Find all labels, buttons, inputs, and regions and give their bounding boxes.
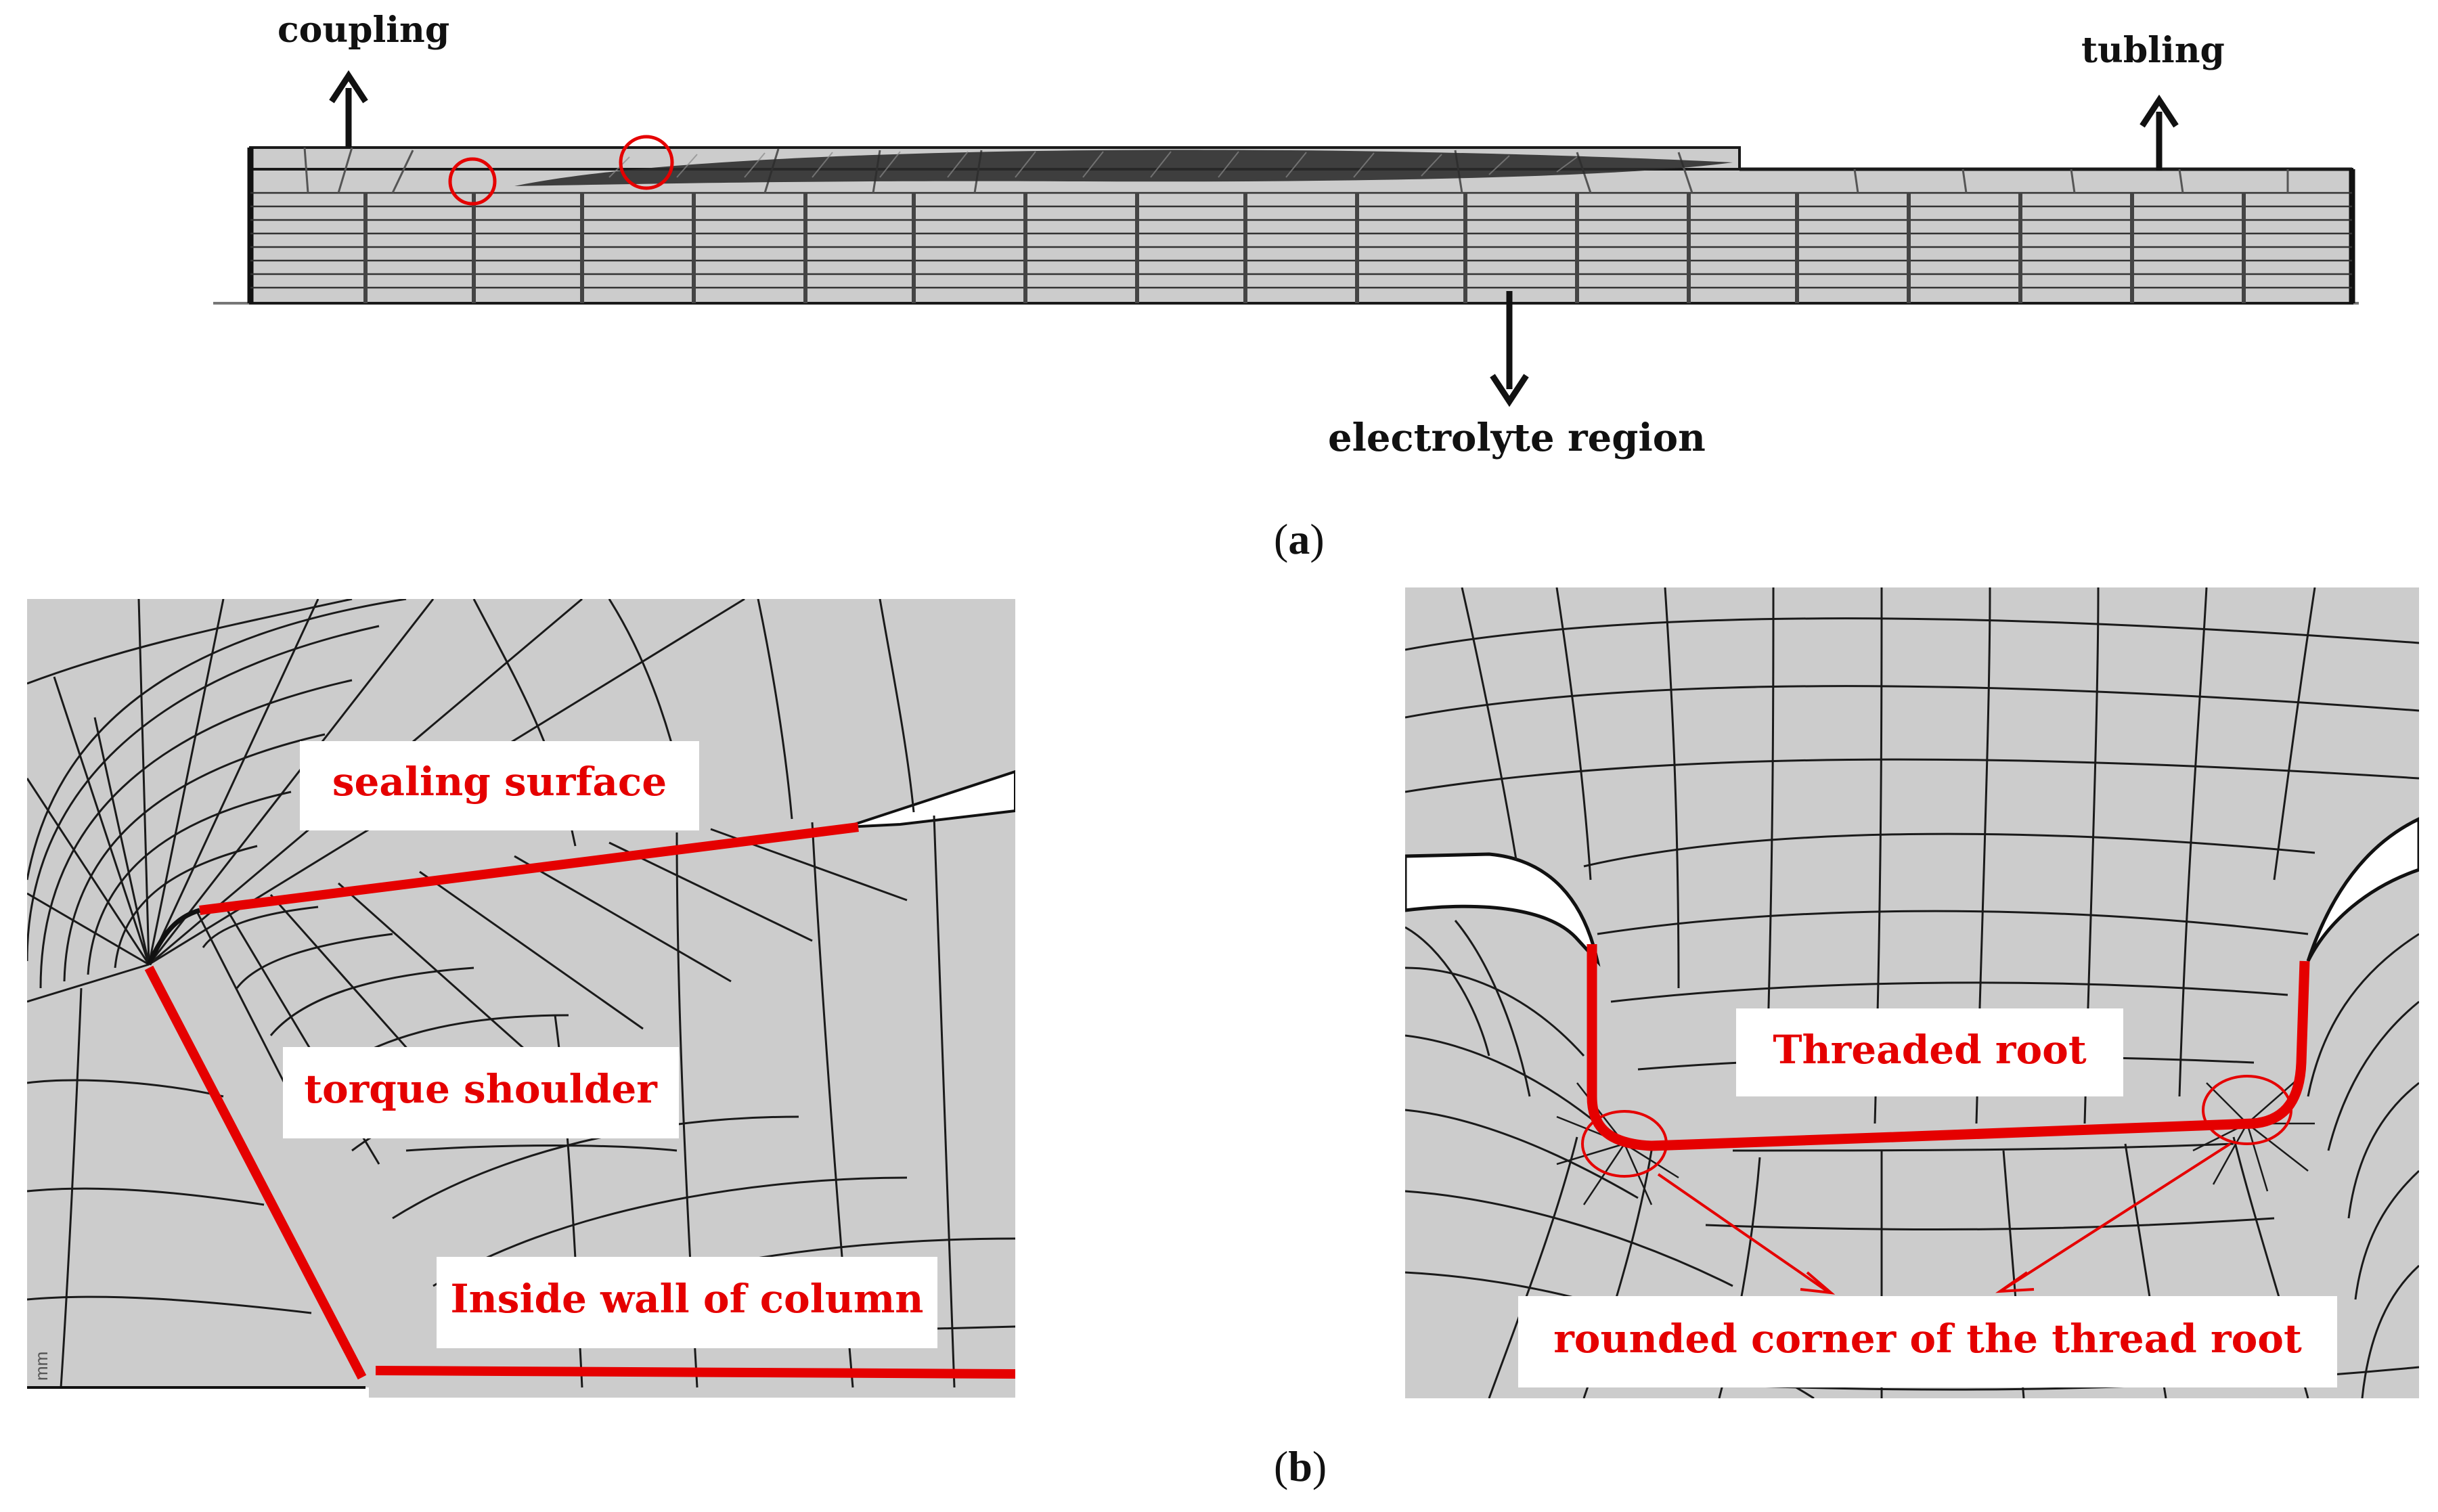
thread-gap-right [2306, 817, 2419, 962]
label-electrolyte-region: electrolyte region [1328, 416, 1706, 460]
arrow-up-coupling-icon [329, 70, 368, 148]
label-coupling: coupling [278, 9, 449, 51]
threaded-root-profile [1587, 944, 2310, 1151]
panel-a-mesh-horizontal [250, 192, 2352, 289]
panel-b-left-mesh-radial [27, 599, 908, 1165]
label-box-inside-wall [437, 1257, 937, 1348]
caption-a: (a) [1274, 515, 1325, 563]
label-rounded-corner: rounded corner of the thread root [1553, 1316, 2302, 1362]
panel-a-mesh-vertical [363, 193, 2246, 303]
thread-dense-hatch [608, 151, 1578, 178]
label-box-torque [283, 1047, 679, 1138]
arrow-down-electrolyte-icon [1490, 291, 1529, 407]
rounded-corner-circle-right [2202, 1075, 2292, 1145]
thread-dense-mesh [514, 150, 1733, 186]
panel-b-left-corner-mark: mm [31, 1352, 51, 1381]
inside-wall-line [375, 1366, 1015, 1379]
arrow-up-tubling-icon [2140, 94, 2179, 171]
sealing-curve [146, 908, 201, 966]
tubing-body [249, 168, 2353, 305]
label-sealing-surface: sealing surface [332, 759, 667, 805]
panel-b-left: sealing surface torque shoulder Inside w… [27, 599, 1015, 1398]
sealing-surface-line [199, 822, 859, 915]
label-inside-wall: Inside wall of column [451, 1276, 924, 1322]
zone-circle-shoulder [448, 157, 497, 206]
panel-b-right: Threaded root rounded corner of the thre… [1405, 587, 2419, 1398]
thread-gap-left [1405, 852, 1601, 967]
pointer-arrow-right-icon [1995, 1142, 2232, 1293]
pointer-arrow-left-icon [1657, 1173, 1836, 1295]
rounded-corner-circle-left [1581, 1110, 1668, 1178]
panel-b-left-void [27, 1387, 369, 1398]
panel-a: coupling tubling electrolyte region (a) [213, 9, 2359, 563]
label-box-rounded-corner [1518, 1296, 2337, 1387]
panel-b-left-gap [845, 770, 1015, 828]
torque-shoulder-line [144, 965, 367, 1380]
label-box-threaded-root [1736, 1008, 2123, 1096]
zone-circle-seal [619, 135, 674, 190]
label-threaded-root: Threaded root [1773, 1027, 2087, 1073]
caption-b: (b) [1274, 1442, 1327, 1490]
label-torque-shoulder: torque shoulder [304, 1066, 658, 1112]
label-tubling: tubling [2081, 30, 2225, 71]
label-box-sealing [300, 741, 699, 830]
